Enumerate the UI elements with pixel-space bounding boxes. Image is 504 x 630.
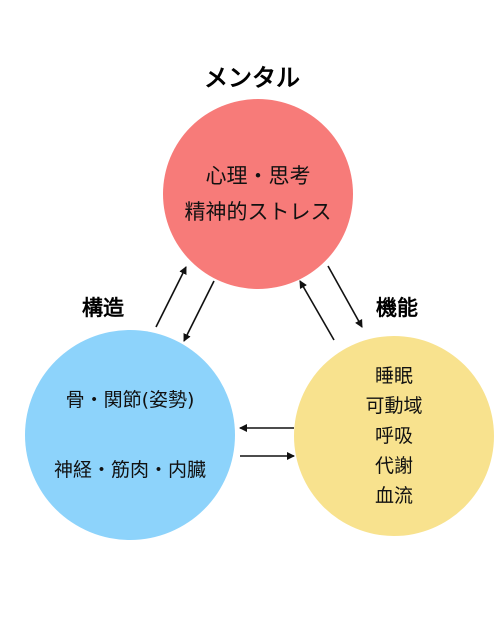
function-title: 機能: [376, 296, 418, 320]
mental-line-psychology: 心理・思考: [205, 164, 311, 188]
structure-line-bones-joints: 骨・関節(姿勢): [65, 389, 195, 411]
structure-line-nerves-muscles: 神経・筋肉・内臓: [53, 459, 206, 481]
mental-title: メンタル: [204, 64, 300, 92]
structure-title: 構造: [82, 296, 124, 320]
arrow-mental-to-function: [327, 265, 363, 328]
function-line-blood-flow: 血流: [374, 485, 413, 507]
arrow-function-to-mental: [299, 280, 335, 341]
function-line-breathing: 呼吸: [374, 425, 413, 447]
function-line-range-of-motion: 可動域: [365, 395, 423, 417]
structure-circle: 骨・関節(姿勢) 神経・筋肉・内臓: [25, 330, 235, 540]
mental-circle: 心理・思考 精神的ストレス: [163, 99, 353, 289]
mental-line-stress: 精神的ストレス: [184, 200, 332, 224]
function-line-metabolism: 代謝: [374, 455, 413, 477]
function-line-sleep: 睡眠: [374, 365, 413, 387]
arrow-mental-to-structure: [183, 280, 215, 342]
arrow-structure-to-mental: [155, 266, 187, 328]
function-circle: 睡眠 可動域 呼吸 代謝 血流: [294, 336, 494, 536]
